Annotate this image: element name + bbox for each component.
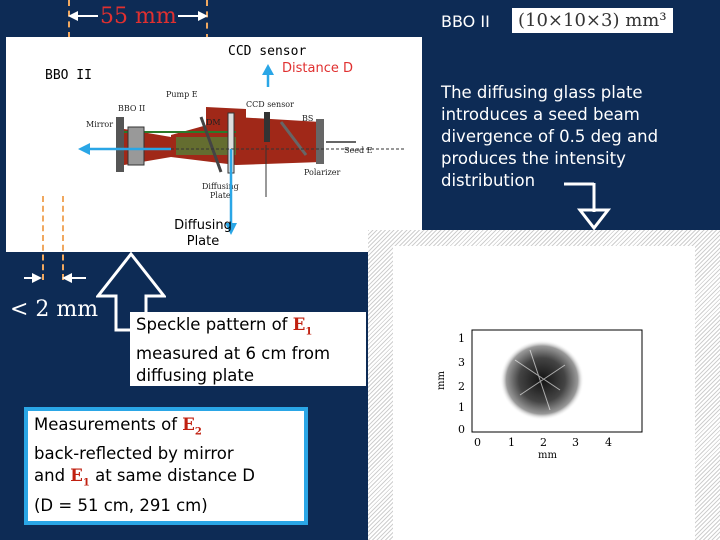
- down-arrow-icon: [564, 182, 612, 231]
- y-tick-label: 3: [458, 356, 465, 369]
- schematic-label-seed: Seed E: [344, 146, 373, 155]
- label-distance-d: Distance D: [282, 61, 353, 76]
- experimental-setup-schematic: BBO II Pump E Mirror DM CCD sensor BS Se…: [78, 64, 406, 235]
- label-ccd-sensor: CCD sensor: [228, 44, 307, 59]
- x-axis-label: mm: [538, 450, 557, 460]
- x-tick-label: 4: [605, 436, 612, 449]
- dimension-55mm: 55 mm: [100, 4, 177, 29]
- y-tick-label: 2: [458, 380, 465, 393]
- schematic-label-pump: Pump E: [166, 90, 198, 99]
- dim-line-left-bottom: [42, 196, 44, 280]
- y-tick-label: 1: [458, 401, 465, 414]
- label-diffusing-line1: Diffusing: [174, 218, 232, 233]
- field-e1: E1: [292, 315, 313, 338]
- schematic-label-polarizer: Polarizer: [304, 168, 341, 177]
- y-axis-label: mm: [436, 371, 447, 390]
- measure-line2: back-reflected by mirror: [34, 444, 234, 464]
- schematic-label-dm: DM: [206, 118, 221, 127]
- speckle-caption: Speckle pattern of E1 measured at 6 cm f…: [130, 312, 366, 386]
- dim-arrows-top: [68, 11, 208, 21]
- label-bbo-left: BBO II: [45, 68, 92, 83]
- dim-line-right-bottom: [62, 196, 64, 280]
- dimension-lt-2mm: < 2 mm: [10, 297, 99, 322]
- dim-line-left-top: [68, 0, 70, 38]
- y-tick-label: 1: [458, 332, 465, 345]
- x-tick-label: 0: [474, 436, 481, 449]
- bbo-dimensions: (10×10×3) mm³: [512, 8, 673, 33]
- x-tick-label: 2: [540, 436, 547, 449]
- dim-line-right-top: [206, 0, 208, 40]
- y-tick-label: 0: [458, 423, 465, 436]
- schematic-label-plate: Plate: [210, 191, 231, 200]
- schematic-label-ccd: CCD sensor: [246, 100, 294, 109]
- measure-line1: Measurements of E2: [34, 415, 202, 438]
- schematic-label-diffusing: Diffusing: [202, 182, 239, 191]
- x-tick-label: 3: [572, 436, 579, 449]
- field-e1-measure: E1: [70, 466, 90, 489]
- speckle-plot: 1 3 2 1 0 0 1 2 3 4 mm mm: [436, 329, 643, 460]
- speckle-caption-rest: measured at 6 cm from diffusing plate: [136, 344, 331, 386]
- label-diffusing-plate: Diffusing Plate: [160, 218, 246, 250]
- schematic-label-bs: BS: [302, 114, 313, 123]
- label-diffusing-line2: Plate: [186, 234, 220, 249]
- dim-arrows-bottom: [24, 273, 86, 283]
- measure-line4: (D = 51 cm, 291 cm): [34, 495, 208, 515]
- speckle-caption-prefix: Speckle pattern of: [136, 315, 288, 334]
- measurements-box: Measurements of E2 back-reflected by mir…: [24, 407, 308, 525]
- field-e2: E2: [182, 415, 202, 438]
- measure-line3: and E1 at same distance D: [34, 466, 255, 489]
- x-tick-label: 1: [508, 436, 515, 449]
- schematic-label-mirror: Mirror: [86, 120, 113, 129]
- schematic-label-bbo: BBO II: [118, 104, 145, 113]
- description-text: The diffusing glass plate introduces a s…: [441, 83, 659, 190]
- bbo-title: BBO II: [441, 12, 490, 31]
